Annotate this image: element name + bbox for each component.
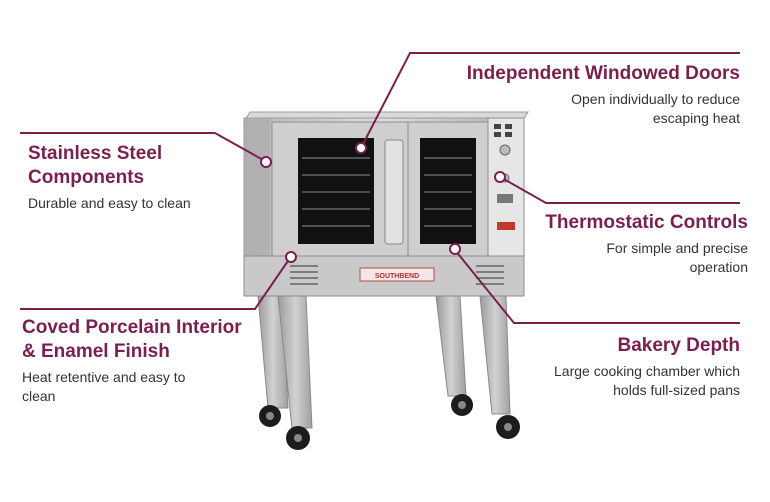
right-door [407, 121, 489, 257]
leader-lines [20, 52, 740, 324]
marker-coved [285, 251, 297, 263]
brand-plate [359, 267, 435, 282]
callout-coved-porcelain: Coved Porcelain Interior & Enamel Finish… [22, 316, 262, 406]
callout-description: Durable and easy to clean [28, 195, 191, 211]
callout-description: Open individually to reduce escaping hea… [571, 91, 740, 126]
brand-badge [497, 222, 515, 230]
leader-steel [20, 132, 266, 162]
casters [259, 394, 520, 450]
control-switch [497, 194, 513, 203]
callout-title: Independent Windowed Doors [466, 63, 740, 84]
callout-title: Stainless Steel Components [28, 143, 163, 188]
right-door-window [420, 138, 476, 244]
left-oven-racks [302, 157, 370, 227]
vent-right [476, 265, 504, 285]
marker-bakery [449, 243, 461, 255]
callout-title: Thermostatic Controls [545, 212, 748, 233]
callout-title: Bakery Depth [617, 335, 741, 356]
callout-bakery-depth: Bakery Depth Large cooking chamber which… [500, 334, 740, 400]
callout-description: For simple and precise operation [606, 240, 748, 275]
control-knob [499, 144, 511, 156]
left-door [271, 121, 409, 257]
left-door-window [298, 138, 374, 244]
right-oven-racks [424, 157, 472, 227]
leader-coved [20, 257, 291, 310]
door-handle [384, 139, 404, 245]
callout-description: Large cooking chamber which holds full-s… [554, 363, 740, 398]
oven-legs [257, 295, 511, 429]
lower-panel: SOUTHBEND [243, 255, 525, 297]
callout-thermostatic-controls: Thermostatic Controls For simple and pre… [488, 211, 748, 277]
brand-plate-text: SOUTHBEND [375, 273, 419, 280]
marker-doors [355, 142, 367, 154]
leader-bakery [454, 249, 740, 324]
leader-doors [360, 52, 740, 149]
marker-steel [260, 156, 272, 168]
marker-thermo [494, 171, 506, 183]
callout-description: Heat retentive and easy to clean [22, 369, 186, 404]
leader-thermo [501, 177, 740, 204]
callout-stainless-steel: Stainless Steel Components Durable and e… [28, 142, 228, 213]
marker-dots [260, 142, 506, 263]
callout-title: Coved Porcelain Interior & Enamel Finish [22, 317, 242, 362]
vent-left [290, 265, 318, 285]
callout-windowed-doors: Independent Windowed Doors Open individu… [410, 62, 740, 128]
